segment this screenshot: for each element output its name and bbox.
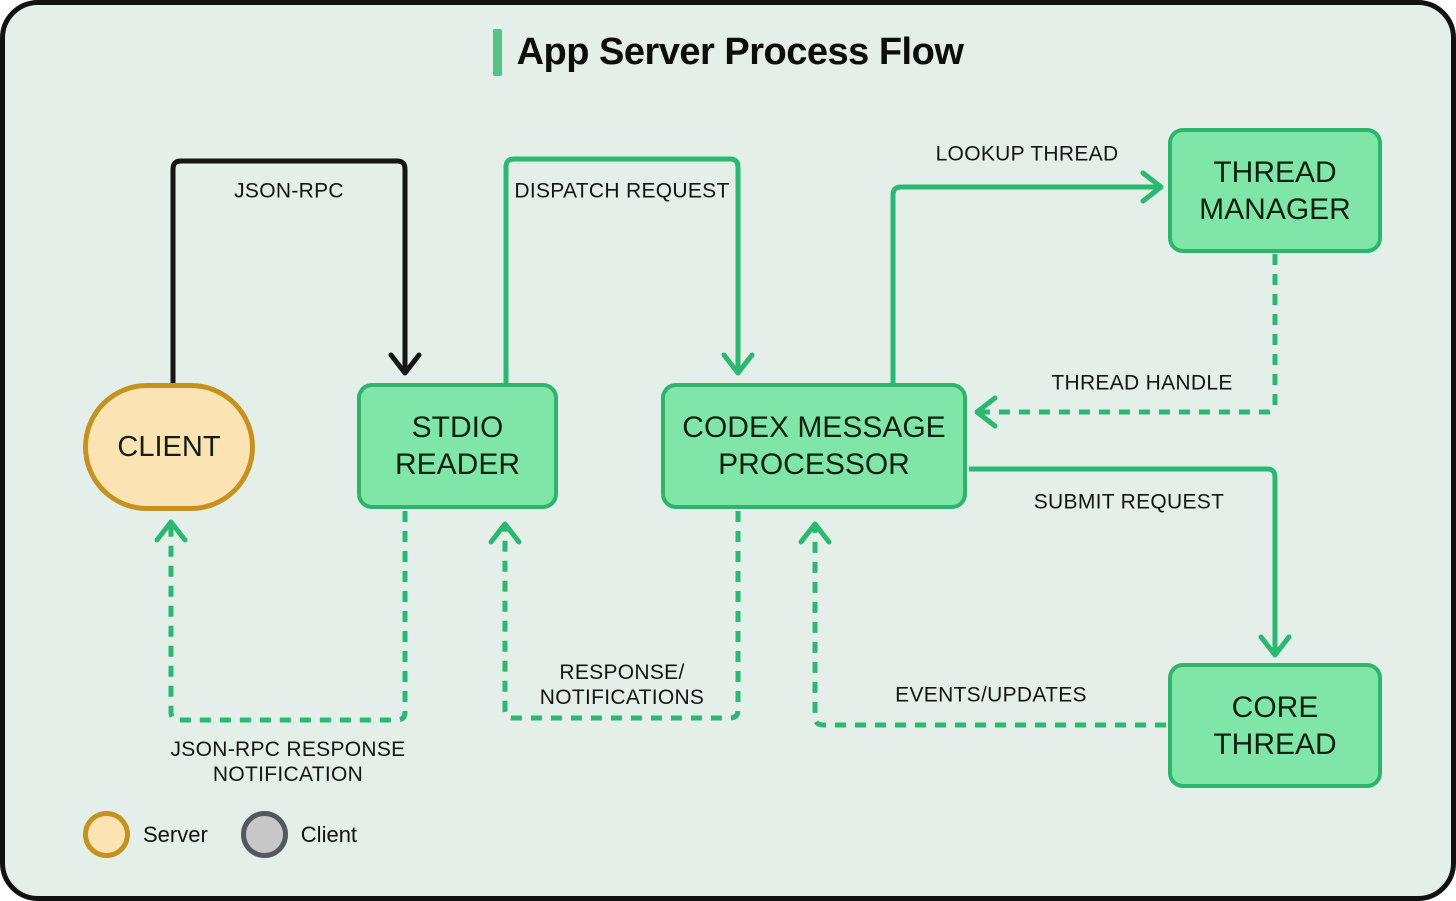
edge-label-dispatch-request: DISPATCH REQUEST bbox=[514, 179, 730, 203]
edge-json-rpc-arrow bbox=[170, 158, 422, 385]
edge-submit-request-arrow bbox=[969, 466, 1292, 658]
edge-response-notifications-arrow bbox=[488, 511, 741, 721]
edge-label-thread-handle: THREAD HANDLE bbox=[1051, 371, 1233, 395]
edge-events-updates-arrow bbox=[798, 521, 1166, 728]
page-title-text: App Server Process Flow bbox=[516, 31, 964, 73]
legend-label-client: Client bbox=[300, 821, 358, 847]
edge-thread-handle-arrow bbox=[974, 254, 1278, 429]
page-title: App Server Process Flow bbox=[5, 29, 1451, 76]
edge-label-json-rpc: JSON-RPC bbox=[234, 179, 344, 203]
edge-lookup-thread-arrow bbox=[890, 170, 1164, 385]
legend-label-server: Server bbox=[143, 821, 208, 847]
edge-label-lookup-thread: LOOKUP THREAD bbox=[935, 142, 1119, 166]
edge-label-response-notifications: RESPONSE/ NOTIFICATIONS bbox=[522, 660, 722, 710]
legend-item-server: Server bbox=[83, 811, 208, 858]
edge-label-line: NOTIFICATIONS bbox=[539, 686, 705, 709]
edge-label-line: RESPONSE/ bbox=[559, 661, 685, 684]
edge-label-submit-request: SUBMIT REQUEST bbox=[1033, 490, 1225, 514]
client-swatch-icon bbox=[240, 811, 288, 858]
edge-label-line: JSON-RPC RESPONSE bbox=[170, 738, 406, 761]
edge-label-events-updates: EVENTS/UPDATES bbox=[895, 683, 1087, 707]
node-thread-manager: THREAD MANAGER bbox=[1168, 128, 1382, 253]
title-accent-bar bbox=[492, 29, 502, 76]
edge-dispatch-request-arrow bbox=[503, 156, 755, 385]
legend-item-client: Client bbox=[240, 811, 358, 858]
edge-json-rpc-response-arrow bbox=[154, 511, 408, 723]
diagram-connectors bbox=[154, 156, 1292, 728]
node-stdio-reader: STDIO READER bbox=[357, 383, 558, 509]
edge-label-json-rpc-response-notification: JSON-RPC RESPONSE NOTIFICATION bbox=[158, 737, 418, 787]
edge-label-line: NOTIFICATION bbox=[212, 763, 364, 786]
node-client: CLIENT bbox=[83, 383, 255, 511]
legend: Server Client bbox=[83, 811, 357, 858]
server-swatch-icon bbox=[83, 811, 130, 858]
node-codex-message-processor: CODEX MESSAGE PROCESSOR bbox=[661, 383, 967, 509]
node-core-thread: CORE THREAD bbox=[1168, 663, 1382, 788]
